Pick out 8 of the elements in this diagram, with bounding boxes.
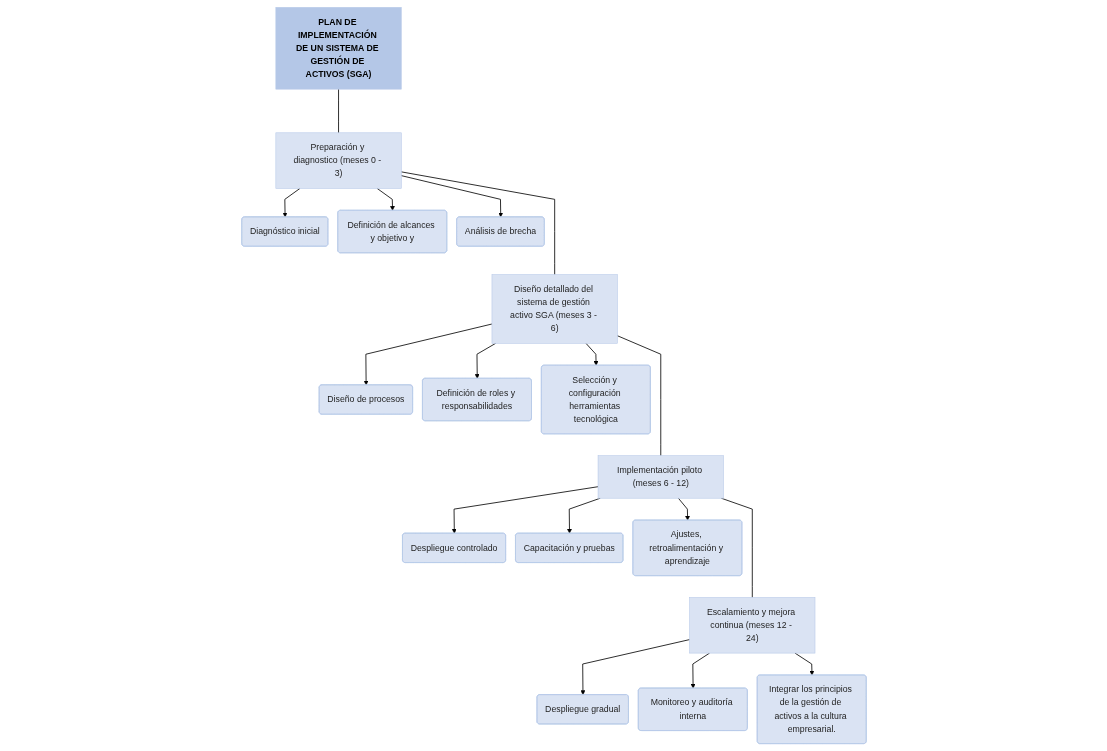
connector — [720, 497, 753, 598]
node-box: Escalamiento y mejora continua (meses 12 - 24) — [688, 597, 815, 654]
node-box: Preparación y diagnostico (meses 0 - 3) — [275, 132, 402, 189]
node-box: Diseño detallado del sistema de gestión activo SGA (meses 3 - 6) — [491, 274, 618, 344]
node-box: PLAN DE IMPLEMENTACIÓN DE UN SISTEMA DE GESTIÓN DE ACTIVOS (SGA) — [275, 7, 402, 90]
connector — [616, 335, 661, 457]
node-box: Implementación piloto (meses 6 - 12) — [597, 455, 724, 499]
connector — [337, 88, 339, 134]
